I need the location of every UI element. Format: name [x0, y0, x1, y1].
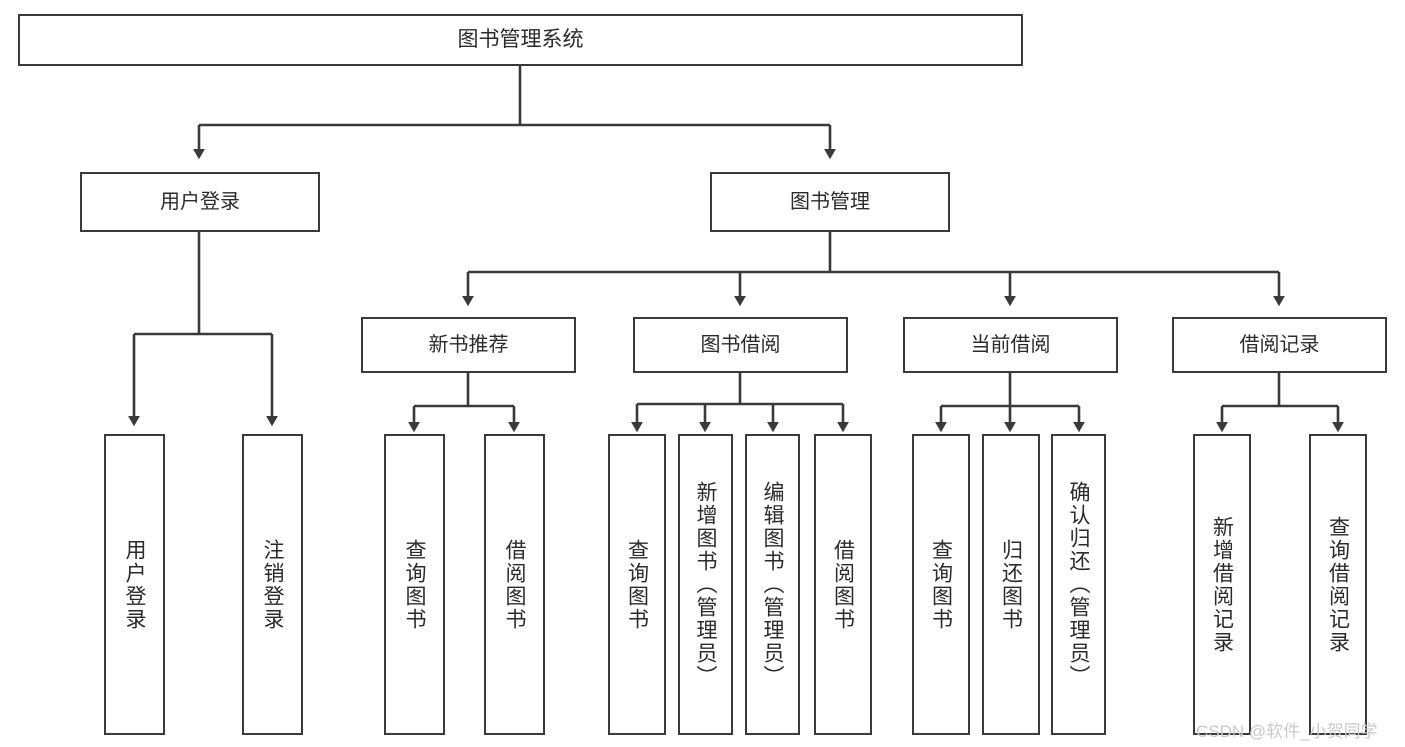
node-label: 查询图书	[625, 538, 649, 631]
leaf-book-borrow-borrow[interactable]: 借阅图书	[814, 434, 872, 735]
leaf-new-book-query[interactable]: 查询图书	[384, 434, 445, 735]
leaf-borrow-record-add[interactable]: 新增借阅记录	[1193, 434, 1251, 735]
leaf-user-login-login[interactable]: 用户登录	[104, 434, 165, 735]
node-label: 图书管理	[790, 190, 870, 213]
leaf-book-borrow-query[interactable]: 查询图书	[608, 434, 666, 735]
node-root-system[interactable]: 图书管理系统	[18, 14, 1023, 66]
node-label: 当前借阅	[970, 333, 1051, 356]
leaf-user-login-logout[interactable]: 注销登录	[242, 434, 303, 735]
leaf-current-borrow-confirm[interactable]: 确认归还（管理员）	[1051, 434, 1106, 735]
node-label: 借阅记录	[1239, 333, 1320, 356]
node-label: 图书借阅	[700, 333, 781, 356]
node-borrow-record[interactable]: 借阅记录	[1172, 317, 1387, 373]
node-label: 新增借阅记录	[1210, 515, 1234, 654]
node-label: 查询借阅记录	[1326, 515, 1350, 654]
node-label: 查询图书	[403, 538, 426, 631]
node-label: 编辑图书（管理员）	[761, 481, 784, 688]
node-book-borrow[interactable]: 图书借阅	[633, 317, 848, 373]
node-label: 用户登录	[123, 538, 146, 631]
leaf-current-borrow-return[interactable]: 归还图书	[982, 434, 1040, 735]
node-label: 用户登录	[160, 190, 240, 213]
node-label: 借阅图书	[503, 538, 526, 631]
node-current-borrow[interactable]: 当前借阅	[903, 317, 1118, 373]
node-label: 新增图书（管理员）	[694, 481, 717, 688]
node-label: 借阅图书	[831, 538, 855, 631]
node-label: 注销登录	[261, 538, 284, 631]
node-label: 确认归还（管理员）	[1067, 481, 1090, 688]
leaf-new-book-borrow[interactable]: 借阅图书	[484, 434, 545, 735]
leaf-book-borrow-add[interactable]: 新增图书（管理员）	[678, 434, 733, 735]
node-label: 归还图书	[999, 538, 1023, 631]
node-label: 新书推荐	[428, 333, 509, 356]
node-new-book-recommend[interactable]: 新书推荐	[361, 317, 576, 373]
node-user-login[interactable]: 用户登录	[80, 172, 320, 232]
node-label: 图书管理系统	[457, 28, 584, 52]
leaf-book-borrow-edit[interactable]: 编辑图书（管理员）	[745, 434, 800, 735]
node-label: 查询图书	[929, 538, 953, 631]
leaf-current-borrow-query[interactable]: 查询图书	[912, 434, 970, 735]
leaf-borrow-record-query[interactable]: 查询借阅记录	[1309, 434, 1367, 735]
node-book-management[interactable]: 图书管理	[710, 172, 950, 232]
